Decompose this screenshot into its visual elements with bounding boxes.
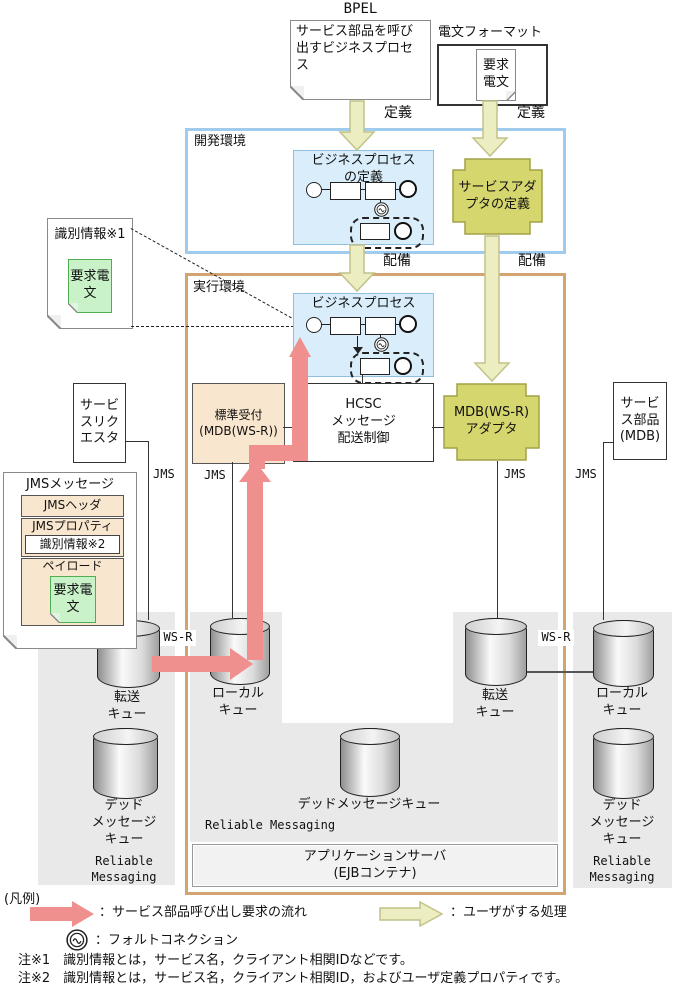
bpel-label: BPEL xyxy=(343,0,378,17)
parts-connector-h xyxy=(603,442,613,443)
bpmn-catch-arrow-icon xyxy=(353,347,363,354)
service-requester-box: サービスリクエスタ xyxy=(73,383,126,463)
wsr-link-line xyxy=(525,671,593,673)
right-dead-queue-cylinder xyxy=(593,728,654,799)
bpmn-fault-end-icon xyxy=(394,222,412,240)
jms-payload-doc: 要求電文 xyxy=(50,576,96,623)
legend-user-label: ：ユーザがする処理 xyxy=(450,905,567,920)
legend-flow-arrow xyxy=(30,901,94,927)
dashed-link-lower xyxy=(131,326,299,327)
bp-hcsc-connector xyxy=(362,375,363,383)
bpmn-fault-line xyxy=(380,334,381,338)
bpmn-fault-end-icon xyxy=(394,357,412,375)
id-info-note-title: 識別情報※1 xyxy=(54,227,126,242)
inner-local-queue-label: ローカル キュー xyxy=(211,686,264,718)
left-transfer-queue-label: 転送 キュー xyxy=(107,690,147,722)
parts-connector-v xyxy=(603,442,604,620)
adapter-definition-box: サービスアダ プタの定義 xyxy=(452,158,543,235)
jms-property-title: JMSプロパティ xyxy=(32,519,113,533)
id-info-note: 識別情報※1 要求電文 xyxy=(47,218,133,329)
jms-label-reception: JMS xyxy=(204,468,226,482)
app-server-box: アプリケーションサーバ (EJBコンテナ) xyxy=(192,844,558,887)
business-process-label: ビジネスプロセス xyxy=(311,296,416,311)
define-label-right: 定義 xyxy=(517,105,545,121)
dev-environment-title: 開発環境 xyxy=(194,134,247,149)
id-info-request-doc: 要求電文 xyxy=(68,259,112,313)
hcsc-messaging-box: HCSC メッセージ 配送制御 xyxy=(293,383,434,462)
inner-dead-queue-cylinder xyxy=(340,728,400,797)
jms-label-requester: JMS xyxy=(153,467,175,481)
bpmn-fault-activity-icon xyxy=(360,223,390,240)
legend-fault-icon xyxy=(66,929,88,951)
request-message-doc: 要求電文 xyxy=(476,49,516,101)
wsr-label-right: WS-R xyxy=(538,630,574,646)
bp-definition-label: ビジネスプロセス の定義 xyxy=(311,153,416,185)
adapter-definition-label: サービスアダ プタの定義 xyxy=(458,179,537,212)
legend-title: (凡例) xyxy=(4,892,41,907)
legend-fault-label: ：フォルトコネクション xyxy=(95,933,239,948)
bpmn-fault-activity-icon xyxy=(360,358,390,375)
jms-label-adapter: JMS xyxy=(504,467,526,481)
fault-connection-icon xyxy=(374,337,389,352)
bpmn-start-event-icon xyxy=(306,182,322,198)
requester-connector-h xyxy=(126,441,148,442)
legend-note-1: 注※1 識別情報とは，サービス名，クライアント相関IDなどです。 xyxy=(18,953,413,968)
jms-message-note: JMSメッセージ JMSヘッダ JMSプロパティ 識別情報※2 ペイロード 要求… xyxy=(3,472,137,649)
mdb-adapter-label: MDB(WS-R) アダプタ xyxy=(453,405,530,437)
right-rm-label: Reliable Messaging xyxy=(589,854,655,884)
right-dead-queue-label: デッド メッセージ キュー xyxy=(589,798,655,847)
exec-environment-title: 実行環境 xyxy=(193,280,246,295)
message-format-box: 要求電文 xyxy=(437,44,548,106)
bpmn-fault-line xyxy=(380,199,381,203)
plus-shape xyxy=(443,383,540,461)
right-local-queue-label: ローカル キュー xyxy=(595,686,648,718)
left-dead-queue-label: デッド メッセージ キュー xyxy=(91,798,157,847)
reception-hcsc-connector xyxy=(283,427,293,428)
hcsc-adapter-connector xyxy=(432,427,444,428)
right-local-queue-cylinder xyxy=(593,620,654,687)
deploy-label-right: 配備 xyxy=(518,253,546,269)
define-label-left: 定義 xyxy=(384,105,412,121)
inner-local-queue-cylinder xyxy=(210,618,270,685)
jms-header-box: JMSヘッダ xyxy=(21,495,124,517)
bpmn-activity-icon xyxy=(365,317,396,335)
deploy-label-left: 配備 xyxy=(383,253,411,269)
jms-message-title: JMSメッセージ xyxy=(25,477,115,492)
fault-connection-icon xyxy=(374,202,389,217)
message-format-title: 電文フォーマット xyxy=(437,24,542,40)
adapter-queue-connector xyxy=(497,461,498,618)
bpel-document: サービス部品を呼び出すビジネスプロセス xyxy=(290,20,431,100)
left-rm-label: Reliable Messaging xyxy=(91,854,157,884)
bpmn-activity-icon xyxy=(365,182,396,200)
plus-shape xyxy=(452,158,543,235)
bpmn-fault-group xyxy=(350,217,424,249)
bpmn-diagram-dev xyxy=(293,176,432,249)
bpmn-activity-icon xyxy=(330,182,361,200)
inner-rm-label: Reliable Messaging xyxy=(205,818,336,832)
jms-label-parts: JMS xyxy=(575,467,597,481)
inner-transfer-queue-cylinder xyxy=(465,618,527,686)
jms-property-value: 識別情報※2 xyxy=(25,535,120,554)
jms-payload-box: ペイロード 要求電文 xyxy=(21,558,124,626)
inner-dead-queue-label: デッドメッセージキュー xyxy=(297,797,441,812)
reception-queue-connector xyxy=(232,462,233,618)
inner-transfer-queue-label: 転送 キュー xyxy=(475,688,515,720)
standard-reception-box: 標準受付 (MDB(WS-R)) xyxy=(192,383,285,464)
mdb-adapter-box: MDB(WS-R) アダプタ xyxy=(443,383,540,461)
requester-connector-v xyxy=(148,441,149,620)
bpmn-start-event-icon xyxy=(306,317,322,333)
bpmn-catch-line xyxy=(357,336,358,348)
left-dead-queue-cylinder xyxy=(93,728,158,799)
service-parts-box: サービス部品(MDB) xyxy=(613,382,667,460)
bpmn-activity-icon xyxy=(330,317,361,335)
wsr-label-left: WS-R xyxy=(160,630,196,646)
bpmn-diagram-exec xyxy=(293,311,432,384)
jms-payload-title: ペイロード xyxy=(42,559,103,573)
bpmn-end-event-icon xyxy=(399,315,417,333)
legend-note-2: 注※2 識別情報とは，サービス名，クライアント相関ID，およびユーザ定義プロパテ… xyxy=(18,971,569,986)
jms-property-box: JMSプロパティ 識別情報※2 xyxy=(21,518,124,557)
bpmn-end-event-icon xyxy=(399,180,417,198)
legend-user-arrow xyxy=(379,901,444,927)
legend-flow-label: ：サービス部品呼び出し要求の流れ xyxy=(99,905,308,920)
